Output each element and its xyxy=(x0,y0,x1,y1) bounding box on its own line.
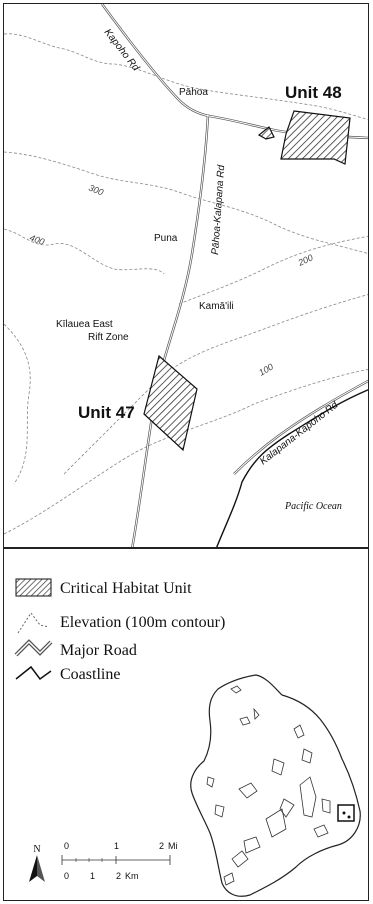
place-ocean: Pacific Ocean xyxy=(284,501,342,512)
legend-canvas: Critical Habitat Unit Elevation (100m co… xyxy=(14,578,361,897)
contour-label-200: 200 xyxy=(296,252,315,268)
map-panel: Unit 48 Unit 47 Pāhoa Puna Kamā'ili Kīla… xyxy=(3,3,369,548)
place-pahoa: Pāhoa xyxy=(179,87,208,98)
contour-300 xyxy=(4,151,368,254)
legend-panel: Critical Habitat Unit Elevation (100m co… xyxy=(3,548,369,901)
legend-label-habitat: Critical Habitat Unit xyxy=(60,580,192,597)
road-pahoa-kalapana xyxy=(131,113,210,547)
contour-label-300: 300 xyxy=(87,183,105,198)
place-puna: Puna xyxy=(154,233,178,244)
contour-label-100: 100 xyxy=(257,362,275,378)
coastline xyxy=(216,389,368,547)
coastline-icon xyxy=(15,665,52,681)
contour-low xyxy=(4,369,368,535)
scale-mi-2: 2 xyxy=(159,841,164,851)
unit-47-polygon xyxy=(143,354,198,452)
hatch-box-icon xyxy=(15,578,52,597)
road-label-pahoa-kalapana: Pāhoa-Kalapana Rd xyxy=(210,164,227,255)
scale-mi-0: 0 xyxy=(64,841,69,851)
contour-label-400: 400 xyxy=(28,232,46,247)
scale-bar xyxy=(61,855,171,865)
unit-48-label: Unit 48 xyxy=(285,83,342,102)
place-rift-line2: Rift Zone xyxy=(88,332,129,343)
legend-label-coastline: Coastline xyxy=(60,666,120,683)
map-canvas: Unit 48 Unit 47 Pāhoa Puna Kamā'ili Kīla… xyxy=(4,4,368,547)
road-label-kalapana-kapoho: Kalapana-Kapoho Rd xyxy=(258,400,340,468)
scale-km-unit: Km xyxy=(125,871,139,881)
contour-200 xyxy=(178,235,368,305)
place-rift-line1: Kīlauea East xyxy=(56,319,113,330)
contour-100 xyxy=(63,294,368,475)
scale-mi-1: 1 xyxy=(114,841,119,851)
contour-left xyxy=(4,323,31,485)
scale-km-0: 0 xyxy=(64,871,69,881)
unit-48-polygon xyxy=(280,110,351,165)
north-letter: N xyxy=(33,844,40,855)
legend-label-elevation: Elevation (100m contour) xyxy=(60,614,225,631)
unit-47-label: Unit 47 xyxy=(78,403,135,422)
road-label-kapoho: Kapoho Rd xyxy=(102,27,142,74)
dashed-contour-icon xyxy=(17,612,50,634)
scale-km-2: 2 xyxy=(116,871,121,881)
legend-label-road: Major Road xyxy=(60,642,137,659)
place-kamaili: Kamā'ili xyxy=(199,301,234,312)
north-arrow-icon xyxy=(29,855,45,882)
inset-locator-box xyxy=(337,804,355,822)
unit-48-small-polygon xyxy=(257,126,275,140)
scale-mi-unit: Mi xyxy=(168,841,178,851)
island-outline xyxy=(190,674,361,897)
contour-400 xyxy=(4,228,165,275)
island-inset xyxy=(190,674,361,897)
road-line-icon xyxy=(14,639,53,657)
scale-km-1: 1 xyxy=(90,871,95,881)
